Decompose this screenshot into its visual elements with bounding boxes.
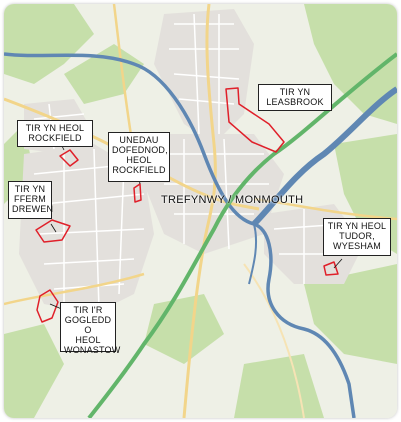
label-tudor-wyesham[interactable]: TIR YN HEOL TUDOR, WYESHAM	[323, 218, 391, 256]
site-tudor-wyesham[interactable]	[323, 261, 339, 276]
river-monnow	[251, 86, 397, 227]
site-wonastow[interactable]	[36, 289, 59, 323]
site-unedau-dofednod[interactable]	[133, 183, 142, 203]
label-fferm-drewen[interactable]: TIR YN FFERM DREWEN	[8, 181, 53, 219]
label-heol-rockfield[interactable]: TIR YN HEOL ROCKFIELD	[17, 120, 93, 147]
woodland-areas	[4, 4, 397, 418]
label-leasbrook[interactable]: TIR YN LEASBROOK	[258, 84, 332, 111]
site-outlines	[35, 87, 339, 323]
site-leasbrook[interactable]	[225, 87, 285, 153]
map-frame: TIR YN LEASBROOK TIR YN HEOL ROCKFIELD U…	[4, 4, 397, 418]
town-label: TREFYNWY / MONMOUTH	[161, 194, 304, 206]
label-wonastow[interactable]: TIR I'R GOGLEDD O HEOL WONASTOW	[60, 302, 120, 355]
label-unedau[interactable]: UNEDAU DOFEDNOD, HEOL ROCKFIELD	[108, 132, 170, 182]
site-fferm-drewen[interactable]	[35, 219, 71, 243]
map-canvas[interactable]	[4, 4, 397, 418]
river-branch	[248, 223, 258, 285]
site-heol-rockfield[interactable]	[59, 149, 79, 167]
river-wye	[4, 52, 356, 418]
a40-bypass-road	[87, 52, 397, 418]
